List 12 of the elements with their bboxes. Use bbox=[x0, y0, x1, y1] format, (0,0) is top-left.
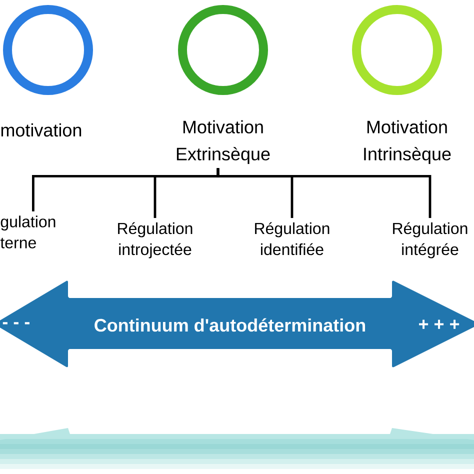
arrow-label: + + + bbox=[419, 320, 460, 329]
regulation-label: Régulation intégrée bbox=[393, 222, 468, 258]
arrow-label: Continuum d'autodétermination bbox=[94, 318, 366, 332]
regulation-label: Régulation introjectée bbox=[118, 222, 192, 258]
regulation-label: Régulation identifiée bbox=[255, 222, 330, 256]
regulation-label: gulation terne bbox=[0, 216, 56, 248]
arrow-label: - - - bbox=[2, 322, 30, 324]
category-label: Motivation Intrinsèque bbox=[364, 120, 451, 164]
category-label: Motivation Extrinsèque bbox=[176, 120, 270, 164]
category-label: motivation bbox=[1, 123, 82, 137]
double-arrow bbox=[0, 280, 474, 368]
tree-connector bbox=[216, 168, 432, 218]
